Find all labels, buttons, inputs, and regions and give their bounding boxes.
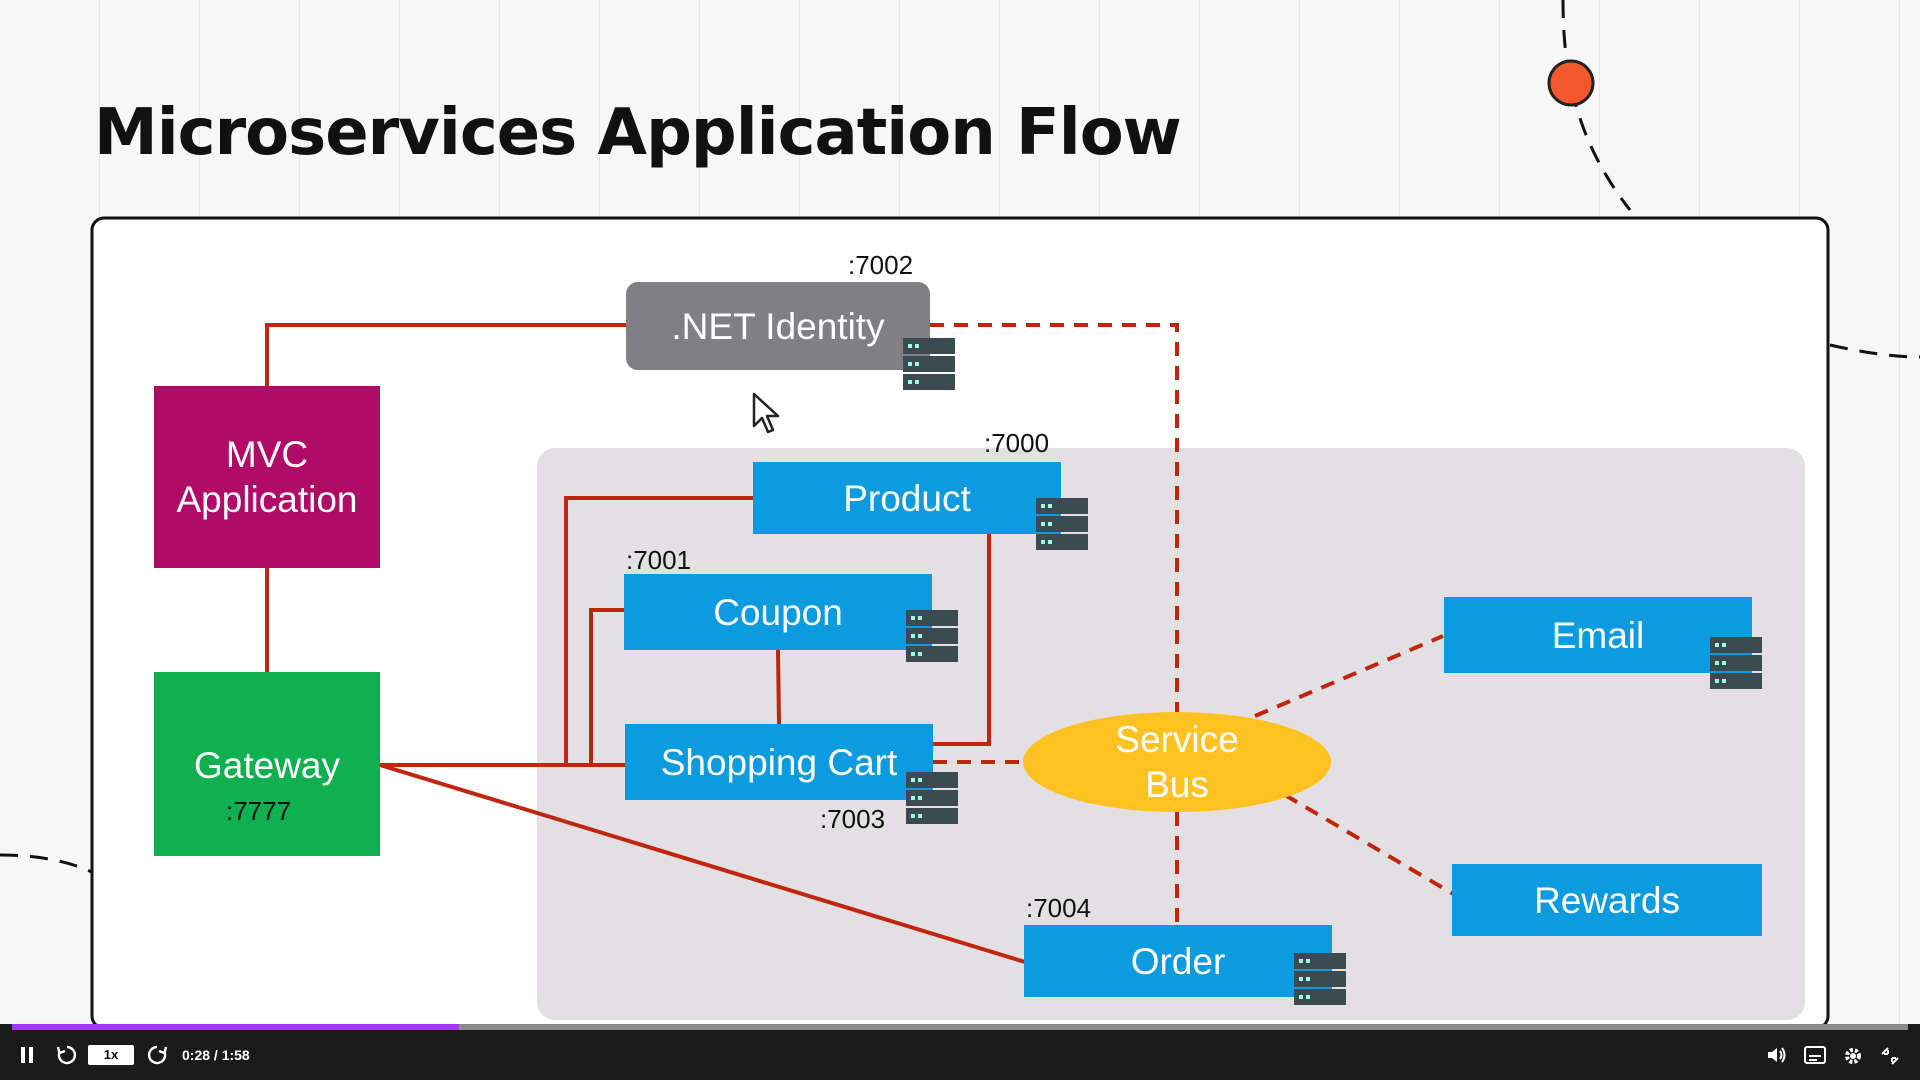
email-node: Email <box>1444 597 1752 673</box>
settings-icon[interactable] <box>1842 1045 1864 1073</box>
progress-fill <box>12 1024 460 1030</box>
connector-trunk-product <box>564 496 753 765</box>
fullscreen-icon[interactable] <box>1880 1046 1900 1072</box>
forward-icon[interactable] <box>146 1044 168 1072</box>
decorative-arc-right <box>1829 343 1920 359</box>
solid-connectors <box>265 323 1026 964</box>
connector-gateway-order <box>379 763 1026 964</box>
identity-port: :7002 <box>848 250 914 280</box>
identity-node-box <box>626 282 930 370</box>
video-player-bar <box>0 1024 1920 1080</box>
server-icon <box>1036 498 1088 550</box>
rewind-icon[interactable] <box>56 1044 78 1072</box>
server-icon <box>1294 953 1346 1005</box>
progress-bar[interactable] <box>12 1024 1908 1030</box>
connector-identity-bus <box>930 323 1179 712</box>
service-bus-line1: Service <box>1115 719 1238 760</box>
server-icon <box>906 610 958 662</box>
gateway-node-box <box>154 672 380 856</box>
service-bus-shape <box>1023 712 1331 812</box>
gateway-node-label: Gateway <box>193 744 340 786</box>
server-icon <box>903 338 955 390</box>
shopping-cart-node: Shopping Cart <box>625 724 933 800</box>
server-icon <box>906 772 958 824</box>
speed-button[interactable]: 1x <box>88 1045 134 1065</box>
connector-coupon-cart <box>776 649 781 725</box>
decorative-arc-left <box>0 853 93 874</box>
connector-trunk-coupon <box>589 608 624 765</box>
connector-mvc-identity <box>265 323 626 386</box>
server-icon <box>1710 637 1762 689</box>
captions-icon[interactable] <box>1804 1046 1826 1070</box>
service-bus-line2: Bus <box>1145 764 1209 805</box>
pause-icon[interactable] <box>20 1046 36 1070</box>
mvc-label-line2: Application <box>176 479 357 520</box>
gateway-port: :7777 <box>226 796 292 826</box>
product-node: Product <box>753 462 1061 534</box>
mouse-cursor-icon <box>752 392 780 434</box>
mvc-label-line1: MVC <box>226 434 308 475</box>
cart-port: :7003 <box>820 804 886 834</box>
connector-product-cart <box>933 534 991 746</box>
order-node: Order <box>1024 925 1332 997</box>
connector-bus-email <box>1254 634 1444 718</box>
dashed-connectors <box>930 323 1457 925</box>
page-title: Microservices Application Flow <box>94 96 1182 170</box>
product-port: :7000 <box>984 428 1050 458</box>
volume-icon[interactable] <box>1766 1045 1788 1071</box>
coupon-port: :7001 <box>626 545 692 575</box>
time-display: 0:28 / 1:58 <box>182 1047 250 1063</box>
mvc-node-box <box>154 386 380 568</box>
order-port: :7004 <box>1026 893 1092 923</box>
decorative-dot <box>1547 59 1595 107</box>
coupon-node: Coupon <box>624 574 932 650</box>
speed-label: 1x <box>103 1047 119 1062</box>
rewards-node: Rewards <box>1452 864 1762 936</box>
connector-bus-rewards <box>1283 793 1457 897</box>
identity-node-label: .NET Identity <box>671 305 885 347</box>
